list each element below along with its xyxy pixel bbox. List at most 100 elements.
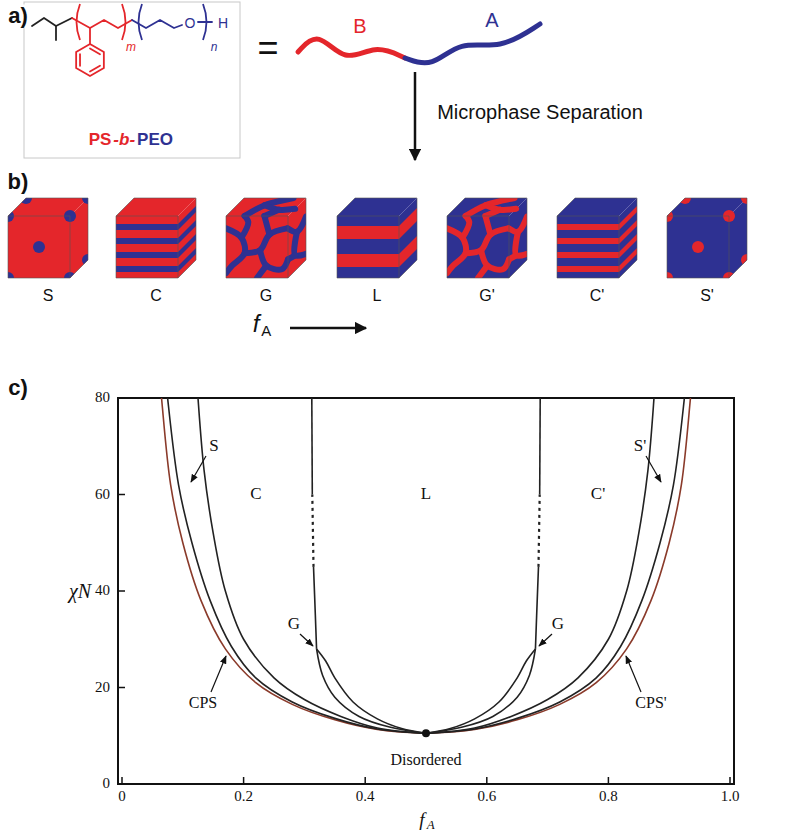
block-a [405, 24, 540, 63]
y-tick [118, 590, 125, 592]
composition-arrow [290, 327, 366, 330]
cube-face [178, 198, 196, 278]
cube-face [70, 198, 88, 278]
cube-face [399, 198, 417, 278]
leader-arrow [191, 456, 206, 482]
cube-content [2, 192, 94, 284]
morphology-label: C' [589, 288, 606, 305]
cylinder-domain [557, 224, 619, 230]
repeat-bracket [77, 4, 81, 40]
gyroid-network [478, 266, 487, 278]
morphology-cube [661, 192, 753, 284]
lamella-domain [337, 226, 399, 239]
phase-label: CPS' [634, 695, 667, 712]
panel-letter: b) [7, 170, 30, 193]
phase-label: S [208, 437, 219, 455]
repeat-bracket [139, 4, 143, 40]
cube-face [667, 216, 729, 278]
tick-label: 1.0 [720, 789, 741, 805]
morphology-label: G [259, 288, 273, 305]
cube-face [557, 216, 619, 278]
axis-subscript: A [260, 323, 272, 339]
phase-boundary [160, 398, 426, 733]
leader-arrow [300, 634, 313, 646]
phase-boundary [426, 649, 535, 733]
cylinder-domain [116, 266, 178, 272]
repeat-bracket [122, 4, 126, 40]
phase-boundary [197, 398, 426, 733]
polymer-name: PS [88, 131, 113, 149]
phase-boundary [426, 398, 692, 733]
phase-boundary [317, 649, 426, 733]
tick-label: 60 [94, 487, 111, 503]
gyroid-network [485, 210, 499, 216]
peo-bond [198, 21, 212, 23]
plot-frame [118, 398, 734, 784]
phase-label: G [551, 615, 565, 633]
cube-outline [557, 198, 637, 278]
cylinder-domain [116, 252, 178, 258]
cylinder-domain [116, 238, 178, 244]
gyroid-network [294, 232, 306, 256]
gyroid-network [515, 232, 527, 256]
cube-face [226, 216, 288, 278]
axis-subscript: A [426, 818, 436, 832]
subscript: m [125, 41, 137, 54]
phase-boundary [538, 495, 539, 567]
cube-outline [337, 198, 417, 278]
block-copolymer-chain [298, 24, 540, 63]
gyroid-network [257, 266, 266, 278]
cube-outline [667, 198, 747, 278]
critical-point [422, 729, 430, 737]
cube-face [8, 216, 70, 278]
y-tick [118, 494, 125, 496]
phase-label: C [249, 485, 262, 503]
phase-boundaries [160, 398, 693, 733]
cube-face [337, 216, 399, 278]
cylinder-domain [619, 248, 637, 272]
ps-backbone [72, 18, 132, 28]
block-label: A [484, 10, 499, 31]
x-tick [243, 777, 245, 784]
lamella-domain [399, 208, 417, 239]
tick-label: 0 [102, 776, 112, 792]
block-label: B [352, 16, 367, 37]
morphology-cube [2, 192, 94, 284]
gyroid-network [264, 210, 278, 216]
tick-label: 0.4 [355, 789, 376, 805]
phase-boundary [539, 398, 541, 495]
atom-label: H [217, 16, 229, 31]
x-tick [608, 777, 610, 784]
double-bond [90, 48, 100, 54]
cube-content [661, 192, 753, 284]
gyroid-network [463, 216, 470, 238]
sphere-domain [33, 241, 45, 253]
phase-boundary [426, 649, 535, 733]
tick-label: 40 [94, 583, 111, 599]
tick-label: 0.6 [476, 789, 497, 805]
cube-content [337, 208, 417, 267]
phase-boundary [426, 398, 655, 733]
cylinder-domain [178, 248, 196, 272]
initiator-bond [55, 26, 57, 40]
phase-label: G [287, 615, 301, 633]
x-tick [364, 777, 366, 784]
axis-label: χN [68, 581, 92, 602]
cylinder-domain [557, 266, 619, 272]
morphology-label: S [42, 288, 55, 305]
phase-label: L [420, 485, 432, 503]
subscript: n [210, 41, 219, 54]
phase-boundary [312, 495, 313, 567]
phenyl-ring [76, 44, 104, 76]
x-tick [486, 777, 488, 784]
leader-arrow [539, 634, 552, 646]
leader-arrow [626, 656, 641, 692]
morphology-label: G' [478, 288, 496, 305]
cube-outline [226, 198, 306, 278]
double-bond [90, 66, 100, 72]
morphology-cube [337, 198, 417, 278]
panel-letter: c) [7, 376, 29, 399]
phase-boundary [166, 398, 426, 733]
